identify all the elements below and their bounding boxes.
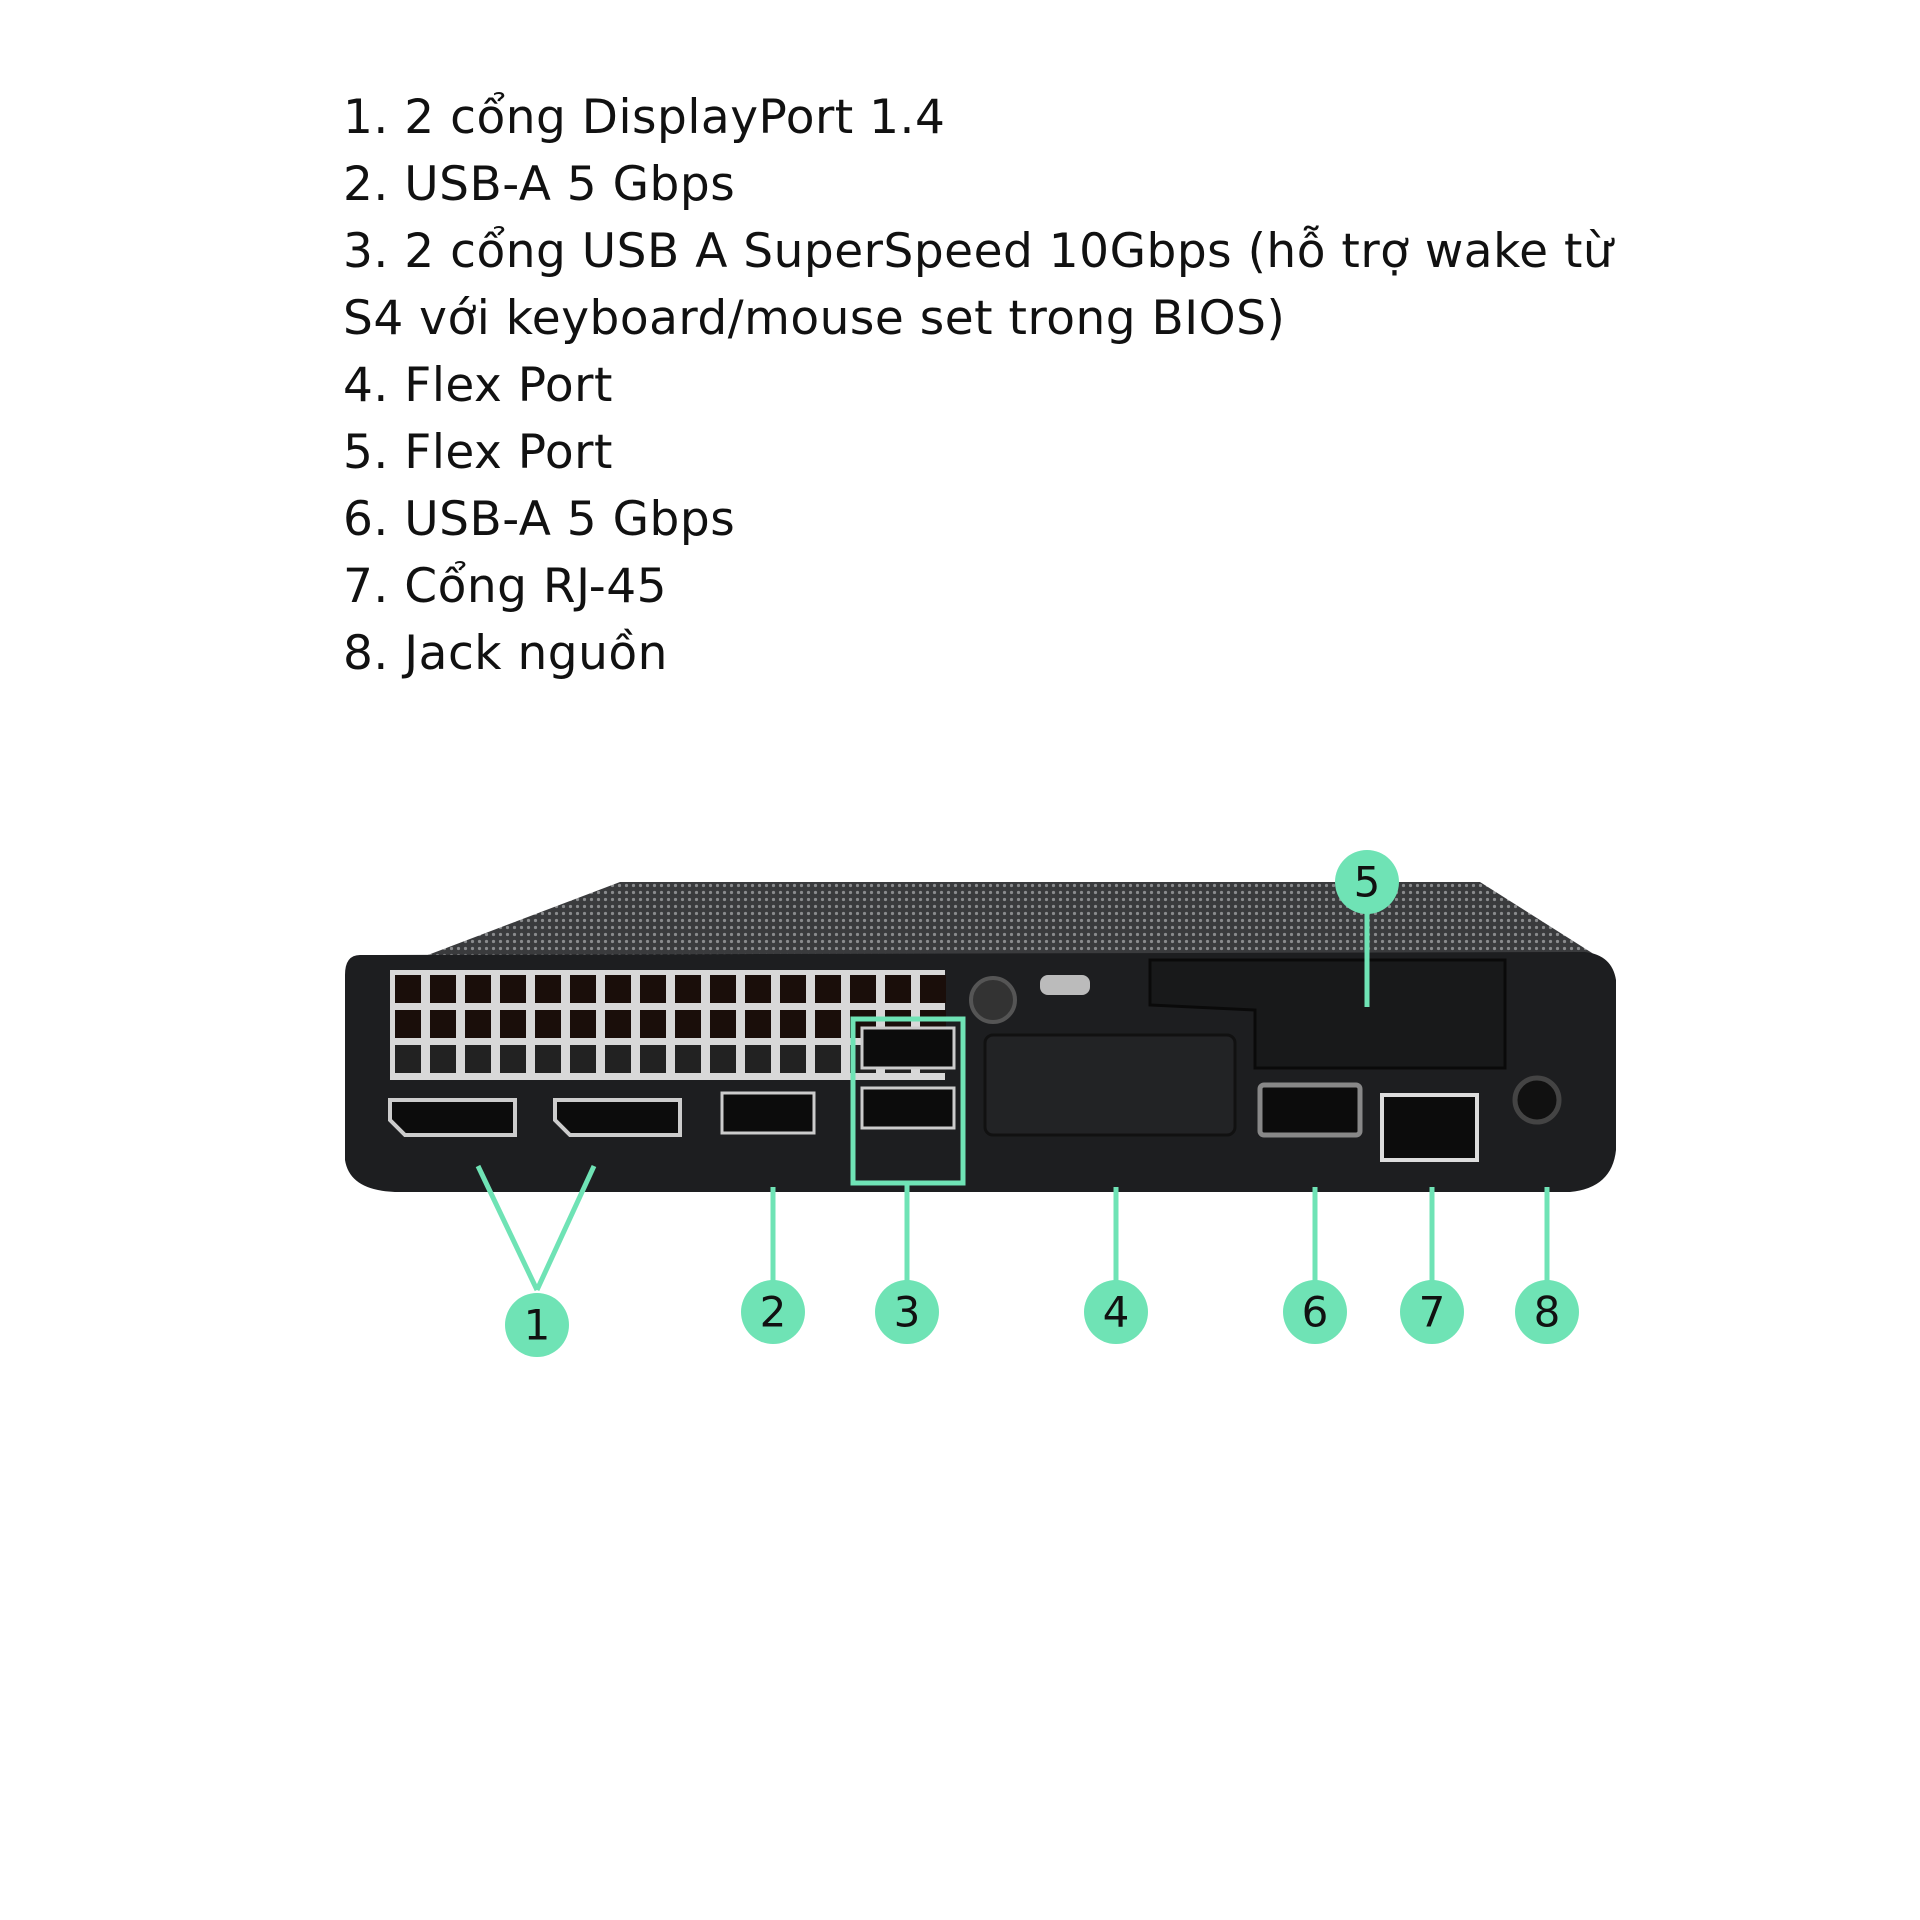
grille-hole — [675, 1010, 701, 1038]
grille-hole — [675, 975, 701, 1003]
grille-hole — [640, 1010, 666, 1038]
rj45-port — [1380, 1093, 1479, 1162]
grille-hole — [710, 1010, 736, 1038]
svg-text:8: 8 — [1534, 1288, 1561, 1337]
grille-hole — [675, 1045, 701, 1073]
leader-lines — [475, 900, 1550, 1292]
spec-item-7: 7. Cổng RJ-45 — [343, 559, 668, 614]
callout-3: 3 — [875, 1280, 939, 1344]
grille-hole — [605, 1045, 631, 1073]
grille-hole — [815, 1010, 841, 1038]
callout-4: 4 — [1084, 1280, 1148, 1344]
callout-7: 7 — [1400, 1280, 1464, 1344]
grille-hole — [885, 975, 911, 1003]
grille-hole — [465, 1010, 491, 1038]
spec-item-6: 6. USB-A 5 Gbps — [343, 492, 736, 547]
grille-hole — [465, 975, 491, 1003]
grille-hole — [535, 1045, 561, 1073]
spec-item-1: 1. 2 cổng DisplayPort 1.4 — [343, 90, 946, 145]
grille-hole — [500, 1010, 526, 1038]
grille-hole — [605, 1010, 631, 1038]
svg-text:1: 1 — [524, 1301, 551, 1350]
grille-hole — [605, 975, 631, 1003]
grille-hole — [780, 1045, 806, 1073]
grille-hole — [815, 1045, 841, 1073]
grille-hole — [500, 975, 526, 1003]
grille-hole — [430, 1045, 456, 1073]
svg-text:2: 2 — [760, 1288, 787, 1337]
usb-a-port-2 — [720, 1091, 816, 1135]
grille-hole — [570, 1010, 596, 1038]
usb-a-port-6 — [1257, 1082, 1363, 1138]
grille-hole — [920, 975, 946, 1003]
top-vent-mesh — [420, 882, 1600, 958]
usb-a-port-3-bottom — [860, 1086, 956, 1130]
grille-hole — [745, 975, 771, 1003]
spec-item-3: 3. 2 cổng USB A SuperSpeed 10Gbps (hỗ tr… — [343, 224, 1614, 279]
usb-a-port-3-top — [860, 1026, 956, 1070]
svg-text:5: 5 — [1354, 858, 1381, 907]
callout-8: 8 — [1515, 1280, 1579, 1344]
grille-hole — [535, 1010, 561, 1038]
spec-item-4: 4. Flex Port — [343, 358, 613, 413]
displayport-1 — [388, 1098, 517, 1137]
grille-hole — [395, 1045, 421, 1073]
displayport-2 — [553, 1098, 682, 1137]
grille-hole — [815, 975, 841, 1003]
grille-hole — [745, 1045, 771, 1073]
grille-hole — [640, 1045, 666, 1073]
grille-hole — [395, 1010, 421, 1038]
grille-hole — [570, 1045, 596, 1073]
spec-item-8: 8. Jack nguồn — [343, 626, 668, 681]
callout-1: 1 — [505, 1293, 569, 1357]
flex-port-5-cover — [1148, 958, 1507, 1070]
thumbscrew — [969, 976, 1017, 1024]
port-spec-list: 1. 2 cổng DisplayPort 1.4 2. USB-A 5 Gbp… — [343, 84, 1613, 687]
grille-hole — [745, 1010, 771, 1038]
grille-hole — [430, 1010, 456, 1038]
grille-hole — [395, 975, 421, 1003]
grille-hole — [570, 975, 596, 1003]
grille-hole — [500, 1045, 526, 1073]
callout-5: 5 — [1335, 850, 1399, 914]
flex-port-4-cover — [983, 1033, 1237, 1137]
grille-hole — [710, 1045, 736, 1073]
grille-hole — [535, 975, 561, 1003]
power-jack — [1512, 1075, 1562, 1125]
spec-item-2: 2. USB-A 5 Gbps — [343, 157, 736, 212]
grille-hole — [710, 975, 736, 1003]
callout-6: 6 — [1283, 1280, 1347, 1344]
grille-hole — [430, 975, 456, 1003]
svg-text:3: 3 — [894, 1288, 921, 1337]
svg-text:6: 6 — [1302, 1288, 1329, 1337]
callout-2: 2 — [741, 1280, 805, 1344]
grille-hole — [465, 1045, 491, 1073]
grille-hole — [780, 1010, 806, 1038]
grille-hole — [640, 975, 666, 1003]
security-slot — [1040, 975, 1090, 995]
grille-hole — [850, 975, 876, 1003]
svg-text:4: 4 — [1103, 1288, 1130, 1337]
spec-item-3-cont: S4 với keyboard/mouse set trong BIOS) — [343, 291, 1286, 346]
spec-item-5: 5. Flex Port — [343, 425, 613, 480]
svg-text:7: 7 — [1419, 1288, 1446, 1337]
grille-hole — [780, 975, 806, 1003]
